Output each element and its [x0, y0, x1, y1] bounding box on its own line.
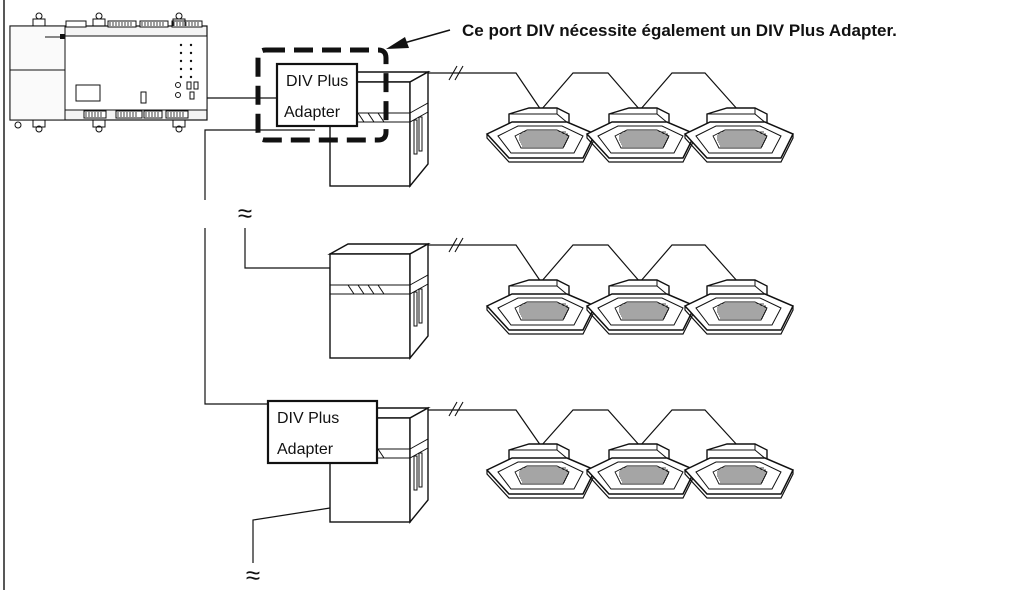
- highlight-dashed-border: [255, 47, 389, 143]
- indoor-unit: [684, 107, 794, 163]
- indoor-unit: [486, 107, 596, 163]
- svg-text:≈: ≈: [246, 560, 260, 590]
- indoor-unit: [684, 279, 794, 335]
- adapter-1-line1: DIV Plus: [286, 73, 348, 90]
- adapter-2-line2: Adapter: [277, 441, 334, 458]
- indoor-unit: [486, 443, 596, 499]
- indoor-unit: [586, 443, 696, 499]
- outdoor-unit-2: [329, 243, 429, 359]
- adapter-box-2: DIV Plus Adapter: [266, 399, 379, 465]
- break-symbol: ≈: [243, 560, 263, 590]
- indoor-unit: [586, 279, 696, 335]
- adapter-box-1: DIV Plus Adapter: [275, 62, 359, 128]
- central-controller: [9, 12, 208, 133]
- adapter-1-line2: Adapter: [284, 104, 341, 121]
- break-symbol: ≈: [235, 198, 255, 228]
- annotation-text: Ce port DIV nécessite également un DIV P…: [462, 21, 897, 40]
- annotation-arrow: [386, 29, 451, 49]
- indoor-unit: [486, 279, 596, 335]
- svg-text:≈: ≈: [238, 198, 252, 228]
- adapter-2-line1: DIV Plus: [277, 410, 339, 427]
- indoor-unit: [684, 443, 794, 499]
- indoor-unit: [586, 107, 696, 163]
